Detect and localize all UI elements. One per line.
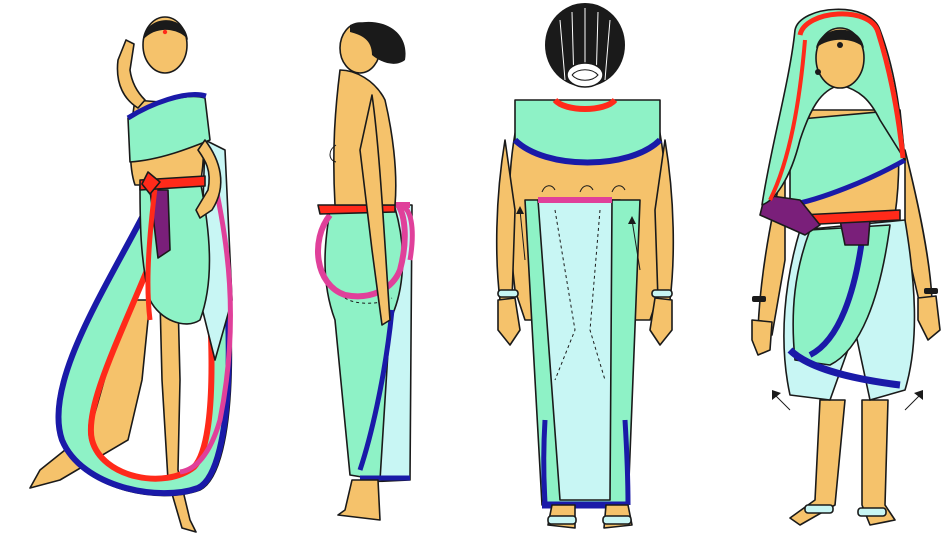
- finished-left-bangle: [752, 296, 766, 302]
- figure-side-wrap: [318, 22, 412, 520]
- finished-right-hand: [918, 296, 940, 340]
- bindi: [163, 30, 167, 34]
- finished-left-hand: [752, 320, 772, 355]
- finished-purple-tuck: [840, 220, 870, 245]
- finished-left-anklet: [805, 505, 833, 513]
- right-leg: [160, 300, 196, 532]
- figure-finished-dhoti-style: [752, 9, 940, 525]
- back-right-hand: [650, 298, 672, 345]
- finished-right-leg: [862, 400, 895, 525]
- finished-earring: [815, 69, 821, 75]
- raised-arm: [117, 40, 145, 108]
- finished-arrow-left-head: [772, 390, 781, 400]
- back-left-hand: [498, 298, 520, 345]
- finished-arrow-left: [775, 395, 790, 410]
- figure-back-tuck: [497, 3, 674, 528]
- back-left-bangle: [498, 290, 518, 297]
- finished-bindi: [837, 42, 843, 48]
- finished-arrow-right-head: [914, 390, 923, 400]
- back-left-slit: [544, 420, 545, 505]
- finished-right-bangle: [924, 288, 938, 294]
- back-right-slit: [625, 420, 628, 505]
- figure-front-drape: [30, 17, 232, 532]
- finished-arrow-right: [905, 395, 920, 410]
- back-right-anklet: [603, 516, 631, 524]
- finished-right-anklet: [858, 508, 886, 516]
- side-foot: [338, 480, 380, 520]
- back-left-anklet: [548, 516, 576, 524]
- back-right-bangle: [652, 290, 672, 297]
